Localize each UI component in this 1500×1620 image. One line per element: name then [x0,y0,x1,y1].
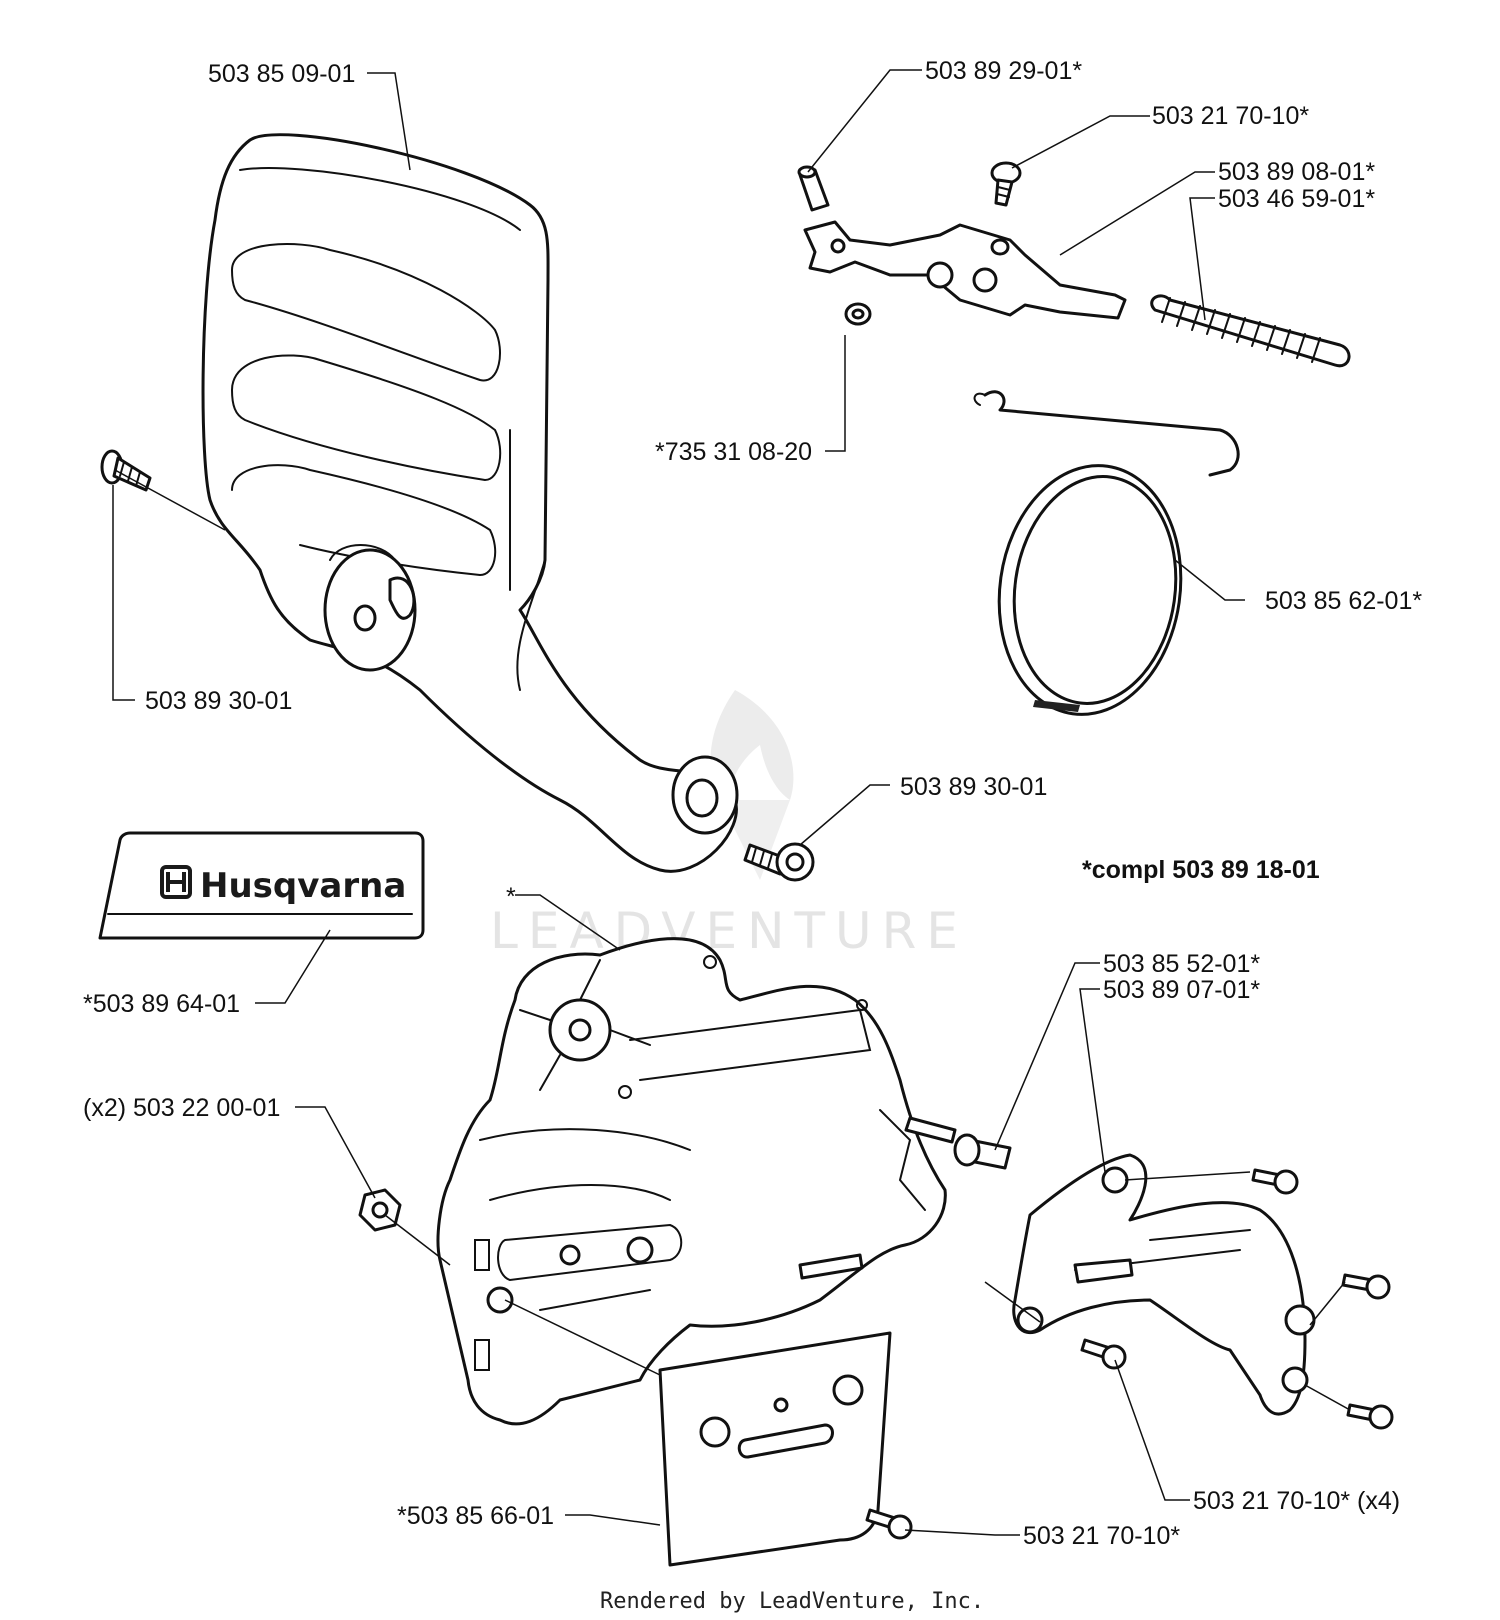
brand-text: Husqvarna [200,866,406,906]
clutch-cover-part[interactable] [436,937,957,1426]
label-asterisk: * [506,883,516,911]
label-brake-band: 503 85 62-01* [1265,587,1422,615]
label-screws-x4: 503 21 70-10* (x4) [1193,1487,1400,1515]
label-top-cover: 503 85 09-01 [208,60,355,88]
label-bolt-right: 503 89 30-01 [900,773,1047,801]
label-circlip: *735 31 08-20 [655,438,812,466]
bolt-left-part[interactable] [100,449,152,492]
label-guard: 503 89 07-01* [1103,976,1260,1004]
guide-plate-part[interactable] [658,1331,892,1567]
hand-guard-part[interactable] [201,133,739,873]
brake-band-part[interactable] [973,390,1240,727]
label-bolt-left: 503 89 30-01 [145,687,292,715]
spring-part[interactable] [1150,294,1351,368]
label-brake-lever: 503 89 08-01* [1218,158,1375,186]
label-decal: *503 89 64-01 [83,990,240,1018]
label-small-pin: 503 85 52-01* [1103,950,1260,978]
leader-lines [112,69,1351,1536]
label-nut: (x2) 503 22 00-01 [83,1094,280,1122]
bolt-right-part[interactable] [743,842,815,882]
screw-top-part[interactable] [990,161,1022,207]
husqvarna-logo-icon [160,865,192,899]
label-screw-top: 503 21 70-10* [1152,102,1309,130]
label-compl: *compl 503 89 18-01 [1082,856,1320,884]
watermark-logo [710,690,794,880]
label-plate: *503 85 66-01 [397,1502,554,1530]
label-pin: 503 89 29-01* [925,57,1082,85]
label-screw-bottom: 503 21 70-10* [1023,1522,1180,1550]
footer-credit: Rendered by LeadVenture, Inc. [600,1589,984,1614]
pin-part[interactable] [797,165,830,212]
chain-guard-part[interactable] [1012,1153,1316,1416]
small-pin-part[interactable] [953,1133,1012,1170]
label-spring: 503 46 59-01* [1218,185,1375,213]
brake-lever-part[interactable] [803,220,1127,320]
guard-screws-part[interactable] [1080,1168,1394,1430]
bottom-screw-part[interactable] [865,1508,913,1540]
watermark-text: LEADVENTURE [490,902,968,960]
decal-part[interactable]: Husqvarna [98,831,425,940]
circlip-part[interactable] [844,302,872,326]
nut-part[interactable] [358,1188,402,1232]
